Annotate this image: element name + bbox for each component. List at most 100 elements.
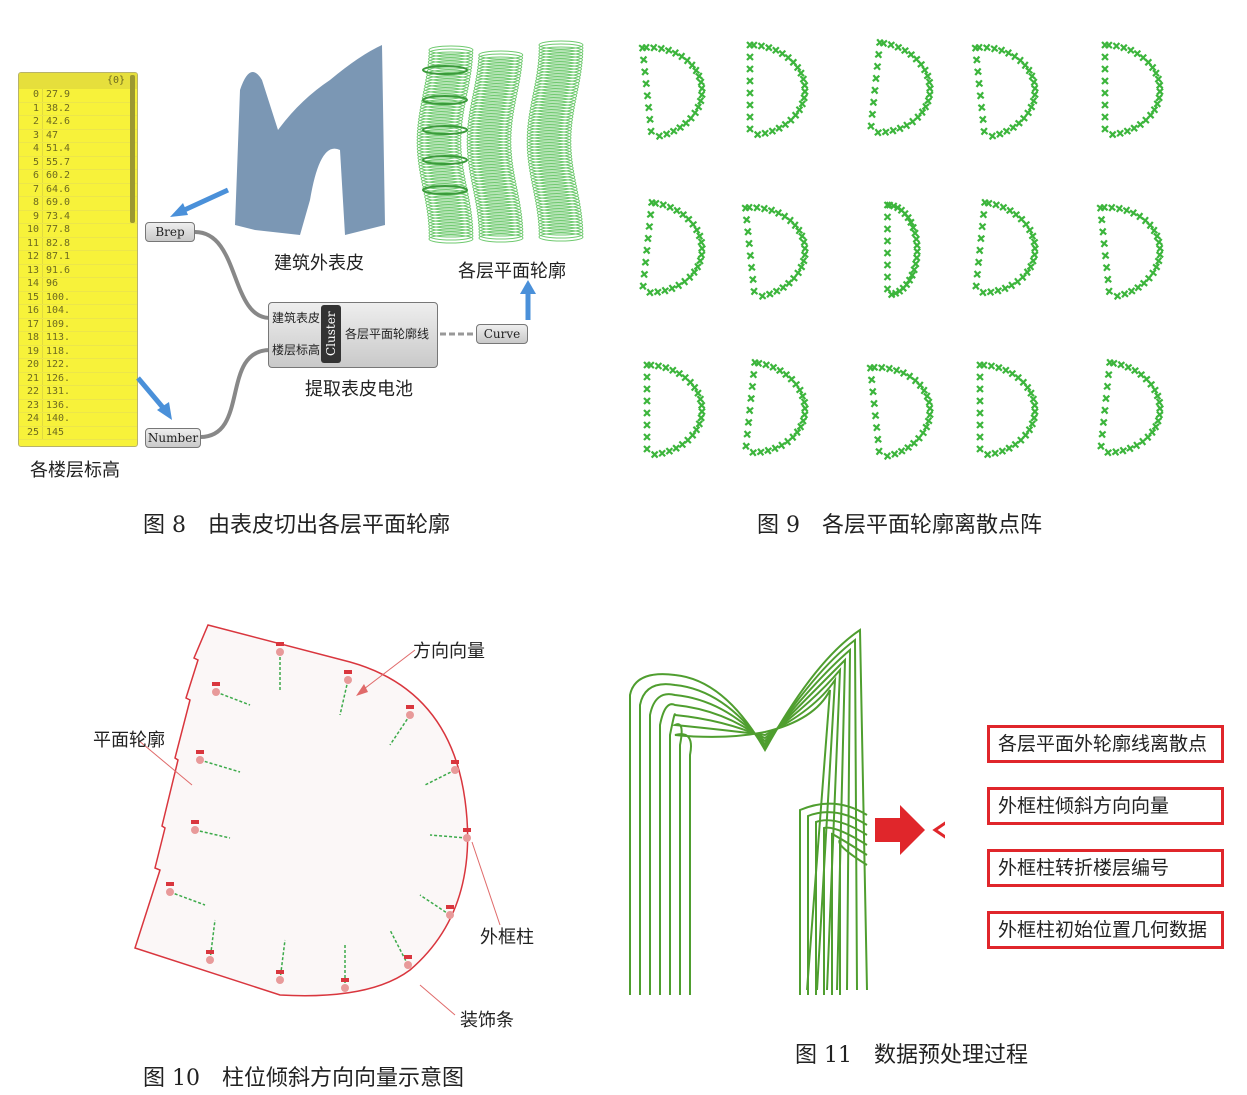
point-mark bbox=[771, 444, 780, 453]
contour-ring bbox=[466, 140, 512, 150]
column-vector-diagram bbox=[134, 624, 501, 1016]
point-mark bbox=[1101, 251, 1110, 260]
point-mark bbox=[883, 249, 892, 257]
point-mark bbox=[889, 126, 898, 135]
point-mark bbox=[1026, 262, 1035, 271]
point-mark bbox=[1005, 444, 1013, 452]
point-mark bbox=[978, 222, 987, 231]
wire-number bbox=[199, 348, 271, 439]
point-mark bbox=[972, 55, 981, 64]
point-mark bbox=[921, 102, 930, 111]
point-mark bbox=[645, 115, 654, 124]
point-mark bbox=[879, 39, 888, 48]
point-mark bbox=[896, 124, 905, 133]
point-mark bbox=[1027, 103, 1036, 112]
contour-ring bbox=[473, 191, 519, 201]
row-value: 109. bbox=[46, 318, 71, 330]
point-mark bbox=[1004, 49, 1013, 58]
point-mark bbox=[694, 103, 703, 112]
point-mark bbox=[923, 71, 932, 80]
point-mark bbox=[791, 221, 800, 230]
data-item-box: 外框柱倾斜方向向量 bbox=[987, 787, 1224, 825]
point-mark bbox=[976, 409, 984, 417]
point-mark bbox=[696, 96, 705, 105]
point-mark bbox=[912, 254, 921, 262]
point-mark bbox=[1155, 250, 1164, 259]
column-point bbox=[344, 676, 352, 684]
point-mark bbox=[908, 271, 916, 279]
point-mark bbox=[899, 369, 908, 378]
curve-node[interactable]: Curve bbox=[476, 324, 528, 344]
contour-points bbox=[741, 203, 809, 301]
point-mark bbox=[875, 447, 884, 456]
point-mark bbox=[793, 428, 802, 437]
point-mark bbox=[642, 43, 651, 52]
cluster-component[interactable]: 建筑表皮 楼层标高 Cluster 各层平面轮廓线 bbox=[268, 302, 438, 368]
point-mark bbox=[769, 363, 778, 372]
contour-ring bbox=[473, 86, 519, 96]
point-mark bbox=[977, 103, 986, 112]
point-mark bbox=[890, 450, 899, 459]
contour-ring bbox=[475, 71, 521, 81]
input-levels[interactable]: 楼层标高 bbox=[272, 343, 321, 357]
contour-ring bbox=[418, 111, 464, 121]
point-mark bbox=[799, 416, 808, 425]
contour-ring bbox=[535, 202, 581, 212]
point-mark bbox=[1030, 414, 1038, 422]
contour-ring bbox=[472, 89, 518, 99]
direction-vector bbox=[339, 679, 349, 716]
contour-ring bbox=[528, 160, 574, 170]
row-index: 23 bbox=[19, 399, 43, 412]
point-mark bbox=[745, 406, 754, 415]
input-skin[interactable]: 建筑表皮 bbox=[272, 311, 321, 325]
contour-ring bbox=[471, 95, 517, 105]
point-mark bbox=[696, 256, 705, 265]
point-mark bbox=[1155, 94, 1163, 102]
direction-vector bbox=[389, 714, 411, 746]
contour-points bbox=[639, 198, 707, 297]
point-mark bbox=[872, 423, 881, 432]
point-mark bbox=[697, 90, 706, 99]
point-mark bbox=[681, 119, 690, 128]
row-index: 14 bbox=[19, 278, 43, 291]
point-mark bbox=[907, 218, 915, 227]
contour-ring bbox=[527, 124, 573, 134]
brep-node[interactable]: Brep bbox=[145, 222, 195, 242]
number-node[interactable]: Number bbox=[145, 428, 201, 448]
contour-line bbox=[671, 676, 837, 995]
contour-ring bbox=[428, 234, 474, 244]
panel-scrollbar[interactable] bbox=[130, 75, 135, 223]
point-mark bbox=[664, 46, 673, 55]
contour-ring bbox=[534, 196, 580, 206]
point-mark bbox=[883, 273, 892, 281]
contour-ring bbox=[426, 207, 472, 217]
point-mark bbox=[1023, 268, 1032, 277]
contour-ring bbox=[469, 104, 515, 114]
point-mark bbox=[695, 231, 704, 240]
point-mark bbox=[692, 66, 701, 75]
point-mark bbox=[975, 79, 984, 88]
point-mark bbox=[695, 72, 704, 81]
point-mark bbox=[874, 128, 883, 137]
contour-ring bbox=[530, 97, 576, 107]
point-mark bbox=[999, 203, 1008, 212]
contour-ring bbox=[528, 163, 574, 173]
contour-ring bbox=[476, 68, 522, 78]
contour-ring bbox=[416, 138, 462, 148]
contour-ring bbox=[466, 146, 512, 156]
contour-ring bbox=[477, 59, 523, 69]
direction-vector bbox=[169, 891, 206, 906]
output-contours[interactable]: 各层平面轮廓线 bbox=[345, 327, 430, 341]
point-mark bbox=[976, 397, 984, 405]
contour-ring bbox=[419, 105, 465, 115]
contour-ring bbox=[467, 122, 513, 132]
contour-points bbox=[638, 43, 706, 141]
point-mark bbox=[976, 385, 984, 393]
decor-strip bbox=[451, 760, 459, 764]
contour-ring bbox=[527, 154, 573, 164]
contour-ring bbox=[426, 204, 472, 214]
row-index: 9 bbox=[19, 210, 43, 223]
